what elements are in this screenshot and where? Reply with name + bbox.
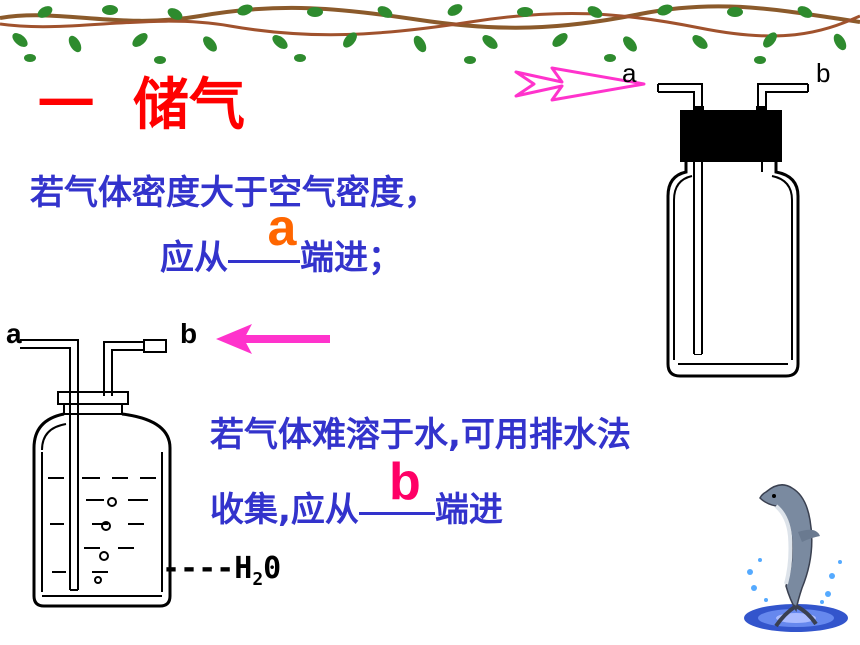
gas-bottle-top [657, 83, 809, 378]
water-label-dashes: ----H [162, 551, 253, 586]
density-line-2-after: 端进； [300, 238, 402, 278]
density-line-2-before: 应从 [160, 238, 228, 278]
density-answer: a [267, 199, 297, 257]
density-answer-blank: a [228, 202, 300, 263]
density-line-2: 应从 a端进； [160, 202, 402, 278]
density-line-1: 若气体密度大于空气密度， [30, 173, 438, 213]
water-line-1: 若气体难溶于水,可用排水法 [210, 415, 631, 455]
water-line-2-after: 端进 [434, 490, 503, 530]
solid-arrow-icon [216, 324, 330, 354]
water-line-2-before: 收集,应从 [210, 490, 359, 530]
water-label: ----H20 [162, 554, 281, 589]
page-title: 一 储气 [38, 78, 245, 134]
water-label-subscript: 2 [252, 569, 264, 590]
water-answer: b [389, 453, 421, 511]
top-port-a-label: a [622, 58, 637, 88]
vine-border [0, 4, 860, 64]
water-label-end: 0 [263, 551, 282, 586]
title-prefix: 一 [38, 73, 94, 138]
water-line-2: 收集,应从 b 端进 [210, 456, 503, 530]
gas-bottle-bottom [20, 339, 172, 608]
dolphin-icon [744, 484, 848, 632]
bottom-port-a-label: a [6, 318, 22, 349]
title-text: 储气 [133, 73, 245, 138]
top-port-b-label: b [816, 58, 831, 88]
water-answer-blank: b [358, 456, 435, 515]
bottom-port-b-label: b [180, 318, 198, 349]
outline-arrow-icon [514, 66, 646, 102]
